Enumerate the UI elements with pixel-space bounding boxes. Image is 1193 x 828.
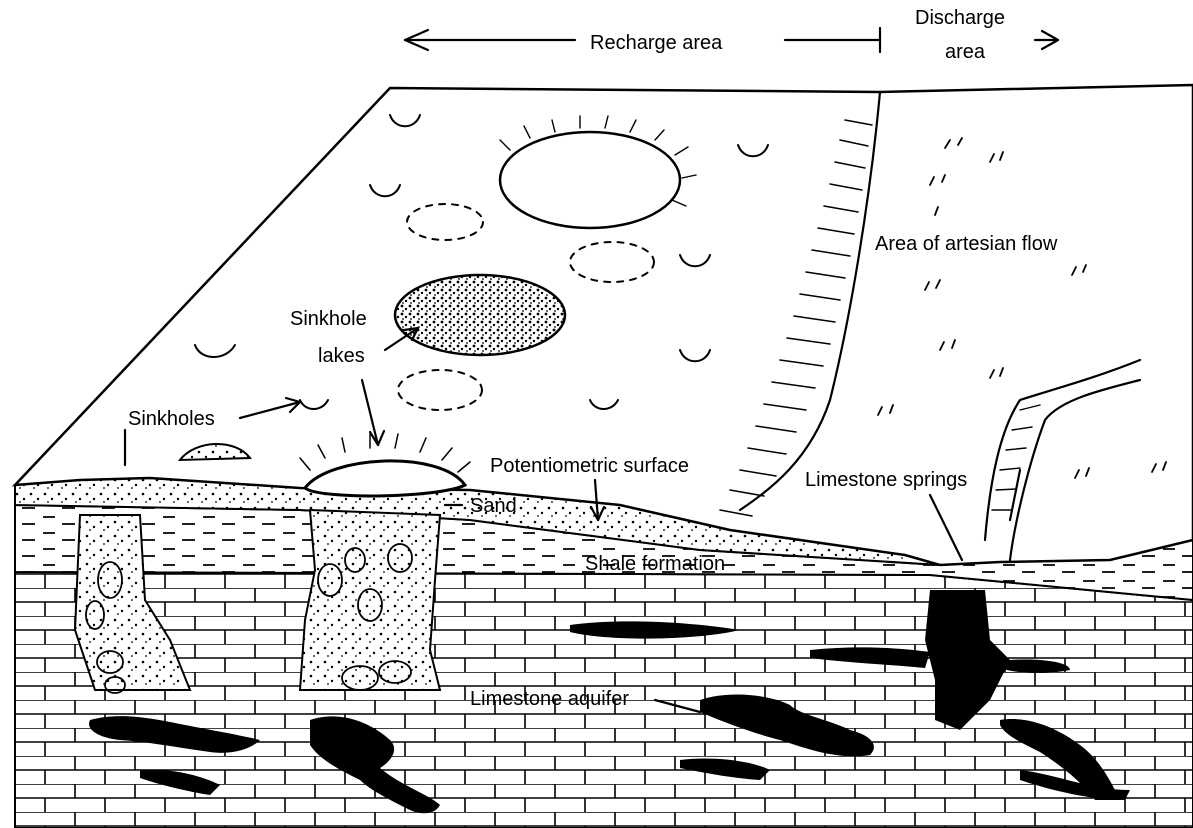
limestone-springs-label: Limestone springs bbox=[805, 469, 967, 491]
potentiometric-surface-label: Potentiometric surface bbox=[490, 455, 689, 477]
artesian-flow-label: Area of artesian flow bbox=[875, 233, 1058, 255]
sinkhole-lakes-label-line1: Sinkhole bbox=[290, 308, 367, 330]
discharge-area-label-line2: area bbox=[945, 41, 986, 63]
sinkhole-lake-stippled bbox=[395, 275, 565, 355]
sinkhole-lakes-label-line2: lakes bbox=[318, 345, 365, 367]
sand-label: Sand bbox=[470, 495, 517, 517]
sinkhole-column-2 bbox=[300, 510, 440, 690]
limestone-aquifer-label: Limestone aquifer bbox=[470, 688, 629, 710]
sinkholes-label: Sinkholes bbox=[128, 408, 215, 430]
shale-formation-label: Shale formation bbox=[585, 553, 725, 575]
discharge-area-label-line1: Discharge bbox=[915, 7, 1005, 29]
recharge-area-label: Recharge area bbox=[590, 32, 723, 54]
